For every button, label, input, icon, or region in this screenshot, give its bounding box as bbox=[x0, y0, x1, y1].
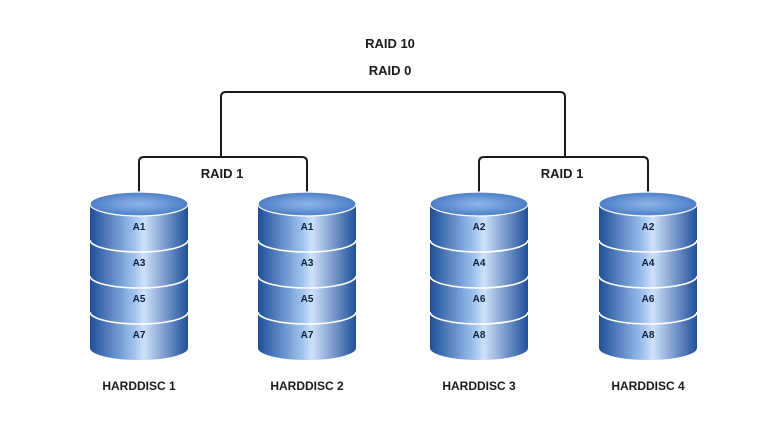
disk-top bbox=[598, 191, 698, 217]
block-label: A8 bbox=[642, 330, 655, 341]
segment-divider bbox=[429, 311, 529, 325]
block-label: A2 bbox=[642, 222, 655, 233]
segment-divider bbox=[429, 275, 529, 289]
disk-body bbox=[90, 204, 188, 360]
block-label: A6 bbox=[473, 294, 486, 305]
segment-divider bbox=[89, 275, 189, 289]
segment-divider bbox=[257, 311, 357, 325]
block-label: A1 bbox=[133, 222, 146, 233]
block-label: A2 bbox=[473, 222, 486, 233]
segment-divider bbox=[429, 239, 529, 253]
block-label: A7 bbox=[133, 330, 146, 341]
raid1-label-right: RAID 1 bbox=[541, 166, 584, 181]
block-label: A4 bbox=[473, 258, 486, 269]
raid1-connector-left bbox=[138, 156, 308, 196]
segment-divider bbox=[257, 239, 357, 253]
block-label: A5 bbox=[301, 294, 314, 305]
raid1-connector-right bbox=[478, 156, 649, 196]
block-label: A5 bbox=[133, 294, 146, 305]
block-label: A6 bbox=[642, 294, 655, 305]
disk-body bbox=[599, 204, 697, 360]
block-label: A4 bbox=[642, 258, 655, 269]
segment-divider bbox=[598, 239, 698, 253]
block-label: A7 bbox=[301, 330, 314, 341]
segment-divider bbox=[257, 275, 357, 289]
raid0-label: RAID 0 bbox=[369, 63, 412, 78]
segment-divider bbox=[598, 311, 698, 325]
disk-body bbox=[430, 204, 528, 360]
disk-name: HARDDISC 2 bbox=[270, 379, 344, 393]
raid0-connector bbox=[220, 91, 566, 157]
raid10-label: RAID 10 bbox=[365, 36, 415, 51]
raid1-label-left: RAID 1 bbox=[201, 166, 244, 181]
block-label: A8 bbox=[473, 330, 486, 341]
block-label: A1 bbox=[301, 222, 314, 233]
connector-lines bbox=[138, 91, 649, 196]
disk-top bbox=[429, 191, 529, 217]
disk-top bbox=[89, 191, 189, 217]
segment-divider bbox=[89, 239, 189, 253]
segment-divider bbox=[89, 311, 189, 325]
disk-top bbox=[257, 191, 357, 217]
block-label: A3 bbox=[301, 258, 314, 269]
disk-body bbox=[258, 204, 356, 360]
block-label: A3 bbox=[133, 258, 146, 269]
segment-divider bbox=[598, 275, 698, 289]
disk-name: HARDDISC 4 bbox=[611, 379, 685, 393]
disk-name: HARDDISC 1 bbox=[102, 379, 176, 393]
disk-name: HARDDISC 3 bbox=[442, 379, 516, 393]
